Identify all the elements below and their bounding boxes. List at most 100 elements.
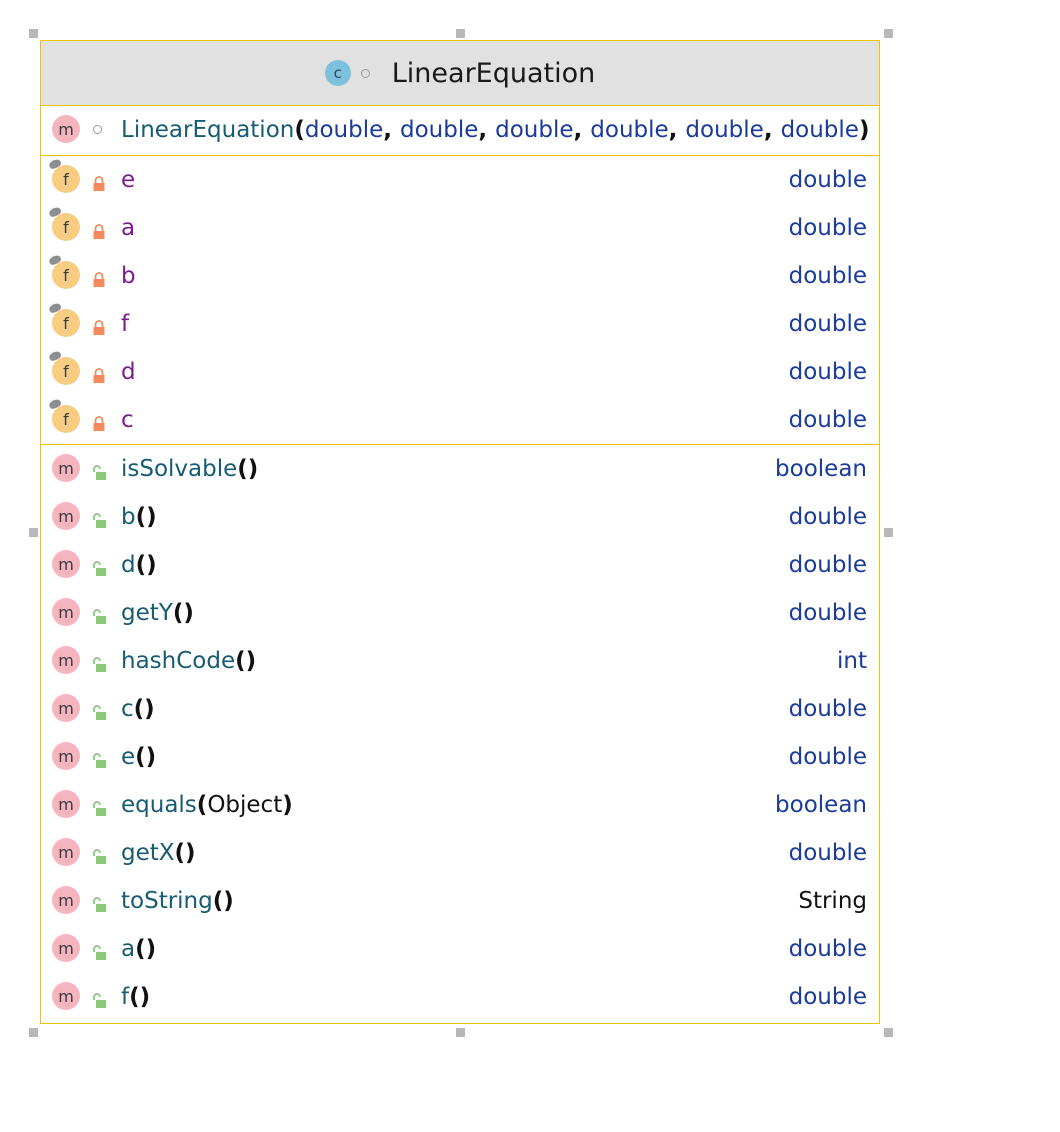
- method-params: (): [172, 600, 194, 626]
- method-params: (): [135, 552, 157, 578]
- method-icon: m: [52, 838, 80, 866]
- method-return-type: int: [837, 648, 867, 674]
- resize-handle-top-left[interactable]: [29, 29, 38, 38]
- method-icon: m: [52, 742, 80, 770]
- class-header[interactable]: c LinearEquation: [41, 41, 879, 106]
- resize-handle-middle-left[interactable]: [29, 528, 38, 537]
- resize-handle-middle-right[interactable]: [884, 528, 893, 537]
- field-type: double: [788, 215, 867, 241]
- field-name: c: [121, 407, 134, 433]
- field-icon-letter: f: [63, 265, 69, 285]
- method-signature: getY(): [121, 589, 194, 637]
- method-icon: m: [52, 502, 80, 530]
- param-type: double: [495, 117, 574, 143]
- param-type: double: [590, 117, 669, 143]
- method-icon-letter: m: [58, 698, 74, 718]
- method-name: b: [121, 504, 136, 530]
- method-icon: m: [52, 694, 80, 722]
- class-name: LinearEquation: [391, 57, 596, 89]
- method-icon: m: [52, 454, 80, 482]
- param-type: double: [780, 117, 859, 143]
- method-row[interactable]: m a() double: [41, 925, 879, 973]
- package-private-icon: [360, 68, 370, 78]
- public-lock-icon: [91, 749, 107, 768]
- method-name: getX: [121, 840, 175, 866]
- method-return-type: double: [788, 984, 867, 1010]
- method-icon-letter: m: [58, 746, 74, 766]
- field-type: double: [788, 167, 867, 193]
- method-name: getY: [121, 600, 173, 626]
- method-return-type: double: [788, 936, 867, 962]
- public-lock-icon: [91, 461, 107, 480]
- field-icon-letter: f: [63, 313, 69, 333]
- field-icon-letter: f: [63, 361, 69, 381]
- constructor-row[interactable]: m LinearEquation(double, double, double,…: [41, 106, 879, 155]
- method-icon: m: [52, 550, 80, 578]
- field-name: f: [121, 311, 130, 337]
- resize-handle-top-center[interactable]: [456, 29, 465, 38]
- method-row[interactable]: m f() double: [41, 973, 879, 1021]
- resize-handle-bottom-left[interactable]: [29, 1028, 38, 1037]
- method-return-type: double: [788, 600, 867, 626]
- method-signature: equals(Object): [121, 781, 293, 829]
- public-lock-icon: [91, 989, 107, 1008]
- private-lock-icon: [91, 268, 107, 287]
- method-params: (): [135, 936, 157, 962]
- resize-handle-top-right[interactable]: [884, 29, 893, 38]
- field-type: double: [788, 263, 867, 289]
- comma: ,: [478, 117, 496, 143]
- method-icon-letter: m: [58, 938, 74, 958]
- public-lock-icon: [91, 941, 107, 960]
- method-params: (): [235, 648, 257, 674]
- private-lock-icon: [91, 316, 107, 335]
- param-type: Object: [207, 792, 283, 818]
- uml-class-node[interactable]: c LinearEquation m LinearEquation(double…: [40, 40, 880, 1024]
- method-params: (): [212, 888, 234, 914]
- constructor-name: LinearEquation: [121, 117, 295, 143]
- constructors-section: m LinearEquation(double, double, double,…: [41, 106, 879, 156]
- method-name: e: [121, 744, 136, 770]
- private-lock-icon: [91, 220, 107, 239]
- public-lock-icon: [91, 701, 107, 720]
- resize-handle-bottom-right[interactable]: [884, 1028, 893, 1037]
- method-name: hashCode: [121, 648, 236, 674]
- field-name: d: [121, 359, 136, 385]
- method-icon-letter: m: [58, 119, 74, 139]
- method-name: d: [121, 552, 136, 578]
- package-private-icon: [93, 125, 102, 134]
- field-icon: f: [52, 261, 80, 289]
- resize-handle-bottom-center[interactable]: [456, 1028, 465, 1037]
- method-signature: f(): [121, 973, 150, 1021]
- method-icon: m: [52, 934, 80, 962]
- method-return-type: boolean: [775, 792, 867, 818]
- method-return-type: String: [798, 888, 867, 914]
- method-icon: m: [52, 982, 80, 1010]
- method-icon: m: [52, 115, 80, 143]
- public-lock-icon: [91, 797, 107, 816]
- comma: ,: [573, 117, 591, 143]
- method-icon-letter: m: [58, 458, 74, 478]
- public-lock-icon: [91, 893, 107, 912]
- method-name: a: [121, 936, 136, 962]
- close-paren: ): [282, 792, 293, 818]
- method-params: (): [135, 744, 157, 770]
- method-row[interactable]: m d() double: [41, 541, 879, 589]
- method-return-type: double: [788, 552, 867, 578]
- class-icon-letter: c: [333, 64, 342, 82]
